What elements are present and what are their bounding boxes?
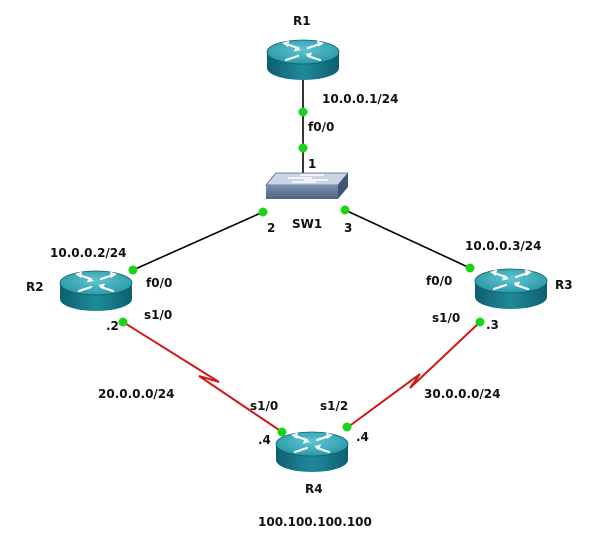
router-r4-icon[interactable] [274, 430, 350, 474]
r2-interface-label: f0/0 [146, 276, 172, 290]
r1-ip-label: 10.0.0.1/24 [322, 92, 399, 106]
r3-interface-label: f0/0 [426, 274, 452, 288]
router-r3-icon[interactable] [473, 267, 549, 311]
port-dot-r2-f0-0 [128, 265, 138, 275]
port-dot-sw1-port-2 [258, 207, 268, 217]
link-r3-r4-serial [343, 321, 481, 431]
r4-s1-2-interface-label: s1/2 [320, 399, 348, 413]
router-r4-label: R4 [305, 482, 323, 496]
link-r3-sw1 [344, 209, 471, 269]
r3-r4-network-label: 30.0.0.0/24 [424, 387, 501, 401]
r2-serial-interface-label: s1/0 [144, 308, 172, 322]
router-r1-label: R1 [293, 14, 311, 28]
r2-serial-host-label: .2 [106, 319, 119, 333]
router-r3-label: R3 [555, 278, 573, 292]
sw1-port-2-label: 2 [267, 221, 275, 235]
link-r2-sw1 [132, 211, 264, 271]
router-r1-icon[interactable] [265, 38, 341, 82]
port-dot-r4-s1-0 [277, 427, 287, 437]
r1-interface-label: f0/0 [308, 120, 334, 134]
r3-ip-label: 10.0.0.3/24 [465, 239, 542, 253]
port-dot-sw1-port-3 [340, 205, 350, 215]
link-r2-r4-serial [122, 321, 286, 435]
r4-s1-0-interface-label: s1/0 [250, 399, 278, 413]
router-r2-label: R2 [26, 280, 44, 294]
port-dot-r2-s1-0 [118, 317, 128, 327]
switch-sw1-label: SW1 [292, 217, 322, 231]
port-dot-r3-s1-0 [475, 317, 485, 327]
router-r2-icon[interactable] [58, 269, 134, 313]
sw1-port-1-label: 1 [308, 157, 316, 171]
switch-sw1-icon[interactable] [265, 172, 349, 199]
r2-r4-network-label: 20.0.0.0/24 [98, 387, 175, 401]
port-dot-r4-s1-2 [342, 422, 352, 432]
r4-s1-0-host-label: .4 [258, 433, 271, 447]
port-dot-sw1-port-1 [298, 143, 308, 153]
r3-serial-interface-label: s1/0 [432, 311, 460, 325]
r3-serial-host-label: .3 [486, 318, 499, 332]
router-r4-loopback-label: 100.100.100.100 [258, 515, 372, 529]
sw1-port-3-label: 3 [344, 221, 352, 235]
port-dot-r1-f0-0 [298, 107, 308, 117]
r4-s1-2-host-label: .4 [356, 430, 369, 444]
port-dot-r3-f0-0 [465, 263, 475, 273]
r2-ip-label: 10.0.0.2/24 [50, 246, 127, 260]
